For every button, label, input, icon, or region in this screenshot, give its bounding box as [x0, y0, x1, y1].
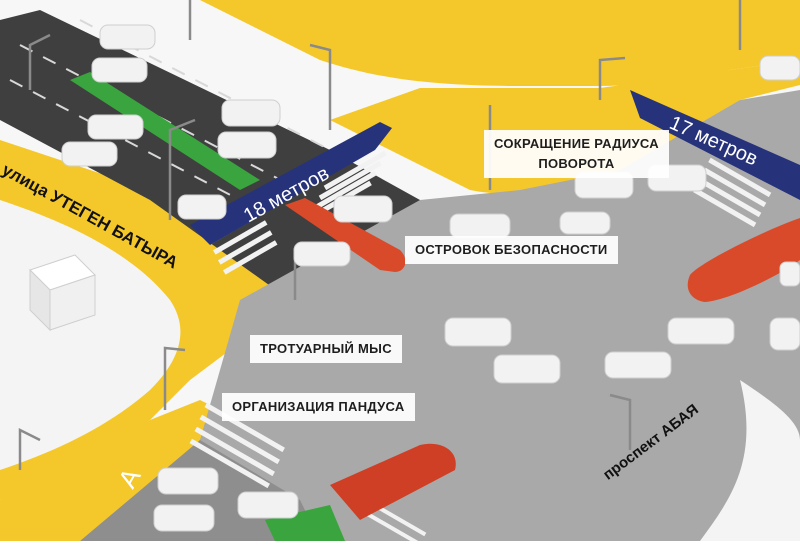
callout-safety-island: ОСТРОВОК БЕЗОПАСНОСТИ	[405, 236, 618, 264]
callout-sidewalk-cape: ТРОТУАРНЫЙ МЫС	[250, 335, 402, 363]
sidewalk-bottom	[0, 400, 260, 541]
safety-island-right	[687, 218, 800, 302]
kiosk-building	[29, 254, 96, 332]
cars	[61, 24, 800, 532]
sidewalk-bottom-right	[700, 380, 800, 541]
bus-lane-top	[70, 72, 260, 190]
distance-arrow-left	[190, 122, 392, 245]
distance-arrow-right	[630, 90, 800, 200]
callout-ramp: ОРГАНИЗАЦИЯ ПАНДУСА	[222, 393, 415, 421]
callout-turn-radius: СОКРАЩЕНИЕ РАДИУСА ПОВОРОТА	[484, 130, 669, 178]
safety-island-bottom	[330, 443, 456, 520]
safety-island-top-left	[285, 198, 406, 272]
callout-turn-radius-line2: ПОВОРОТА	[538, 156, 615, 171]
callout-turn-radius-line1: СОКРАЩЕНИЕ РАДИУСА	[494, 136, 659, 151]
sidewalk-corner-top-right	[330, 60, 800, 194]
bus-lane-bottom	[265, 505, 345, 541]
crosswalks	[189, 150, 772, 546]
crosswalk-right	[693, 157, 772, 228]
